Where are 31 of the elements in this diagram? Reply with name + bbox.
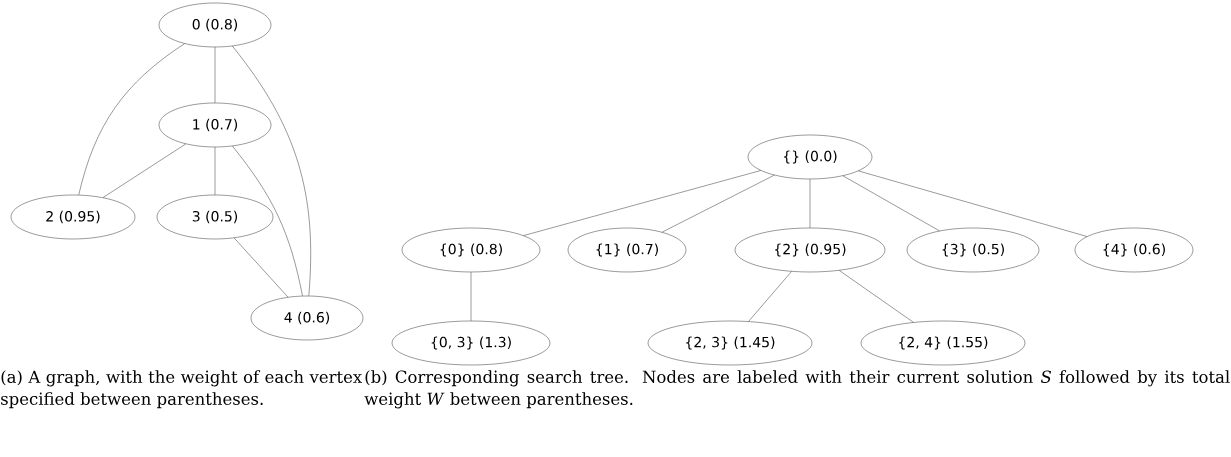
graph-node: {} (0.0) (747, 134, 873, 180)
edge-line (748, 271, 792, 322)
edge-line (842, 175, 940, 232)
edge-line (102, 143, 186, 198)
graph-node: 4 (0.6) (250, 295, 364, 341)
edge-line (214, 47, 216, 103)
edge-line (232, 45, 311, 296)
edge-line (214, 147, 216, 195)
graph-node: {0} (0.8) (401, 227, 541, 273)
edge-line (78, 43, 185, 196)
caption: (a) A graph, with the weight of each vertex specified between parentheses. (1, 370, 362, 409)
edge-line (470, 272, 472, 321)
graph-node: {2} (0.95) (734, 227, 886, 273)
graph-node: 2 (0.95) (10, 194, 136, 240)
graph-node: {3} (0.5) (906, 227, 1040, 273)
graph-node: 3 (0.5) (156, 194, 274, 240)
edge-line (858, 170, 1088, 237)
graph-node: {0, 3} (1.3) (391, 320, 551, 366)
graph-node: {2, 3} (1.45) (647, 320, 813, 366)
edge-line (523, 170, 761, 236)
graph-node: {1} (0.7) (567, 227, 687, 273)
edge-line (232, 145, 303, 297)
edge-line (839, 270, 914, 323)
graph-node: {2, 4} (1.55) (860, 320, 1026, 366)
caption: (b) Corresponding search tree. Nodes are labeled with their current solution S followed by its total weight W between parentheses. (364, 370, 1230, 409)
graph-node: {4} (0.6) (1074, 227, 1194, 273)
edge-line (809, 179, 811, 228)
graph-node: 0 (0.8) (158, 2, 272, 48)
edge-line (661, 174, 775, 233)
edge-line (233, 237, 289, 298)
graph-node: 1 (0.7) (158, 102, 272, 148)
